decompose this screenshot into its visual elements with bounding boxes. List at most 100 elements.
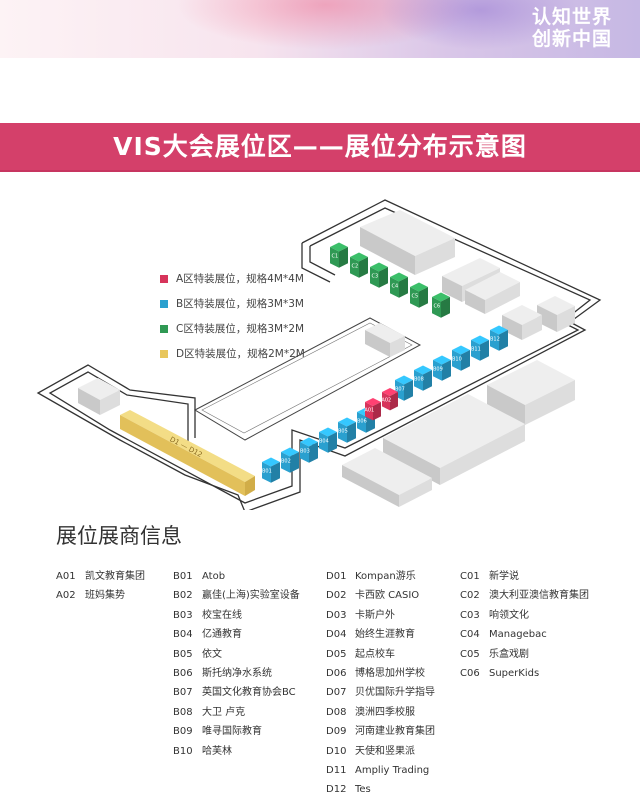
- booth-code: C03: [460, 609, 480, 621]
- booth-code: D02: [326, 590, 347, 602]
- exhibitor-name: 斯托纳净水系统: [202, 667, 272, 679]
- booth-label: B12: [490, 337, 500, 343]
- exhibitor-name: Managebac: [489, 629, 547, 641]
- exhibitor-row: D10 天使和竖果派: [326, 742, 435, 761]
- booth-cube: B01: [262, 457, 280, 483]
- booth-label: C1: [332, 254, 339, 260]
- booth-code: B05: [173, 648, 193, 660]
- booth-code: C01: [460, 571, 480, 582]
- building-blocks: [78, 210, 575, 507]
- booth-label: B08: [414, 377, 424, 383]
- legend-label-C: C区特装展位，规格3M*2M: [176, 323, 305, 335]
- exhibitor-row: C01 新学说: [460, 567, 589, 586]
- title-banner: [0, 123, 640, 171]
- exhibitor-name: 班妈集势: [85, 590, 125, 602]
- exhibitor-name: Atob: [202, 571, 226, 582]
- exhibitor-name: 校宝在线: [202, 609, 242, 621]
- floor-plan-map: D1 — D12 B01B02B03B04B05B06B07B08B09B10B…: [36, 199, 602, 510]
- legend-label-D: D区特装展位，规格2M*2M: [176, 348, 305, 360]
- exhibitor-name: 新学说: [489, 571, 519, 582]
- booth-code: D12: [326, 784, 347, 796]
- booth-zone-A: A01 A02: [364, 388, 398, 421]
- booth-code: B10: [173, 745, 193, 757]
- booth-cube: A02: [381, 388, 398, 411]
- booth-cube: B08: [414, 365, 432, 391]
- exhibitor-name: 亿通教育: [202, 629, 242, 641]
- booth-cube: C3: [370, 262, 388, 288]
- booth-label: C3: [372, 274, 379, 280]
- booth-label: B10: [452, 357, 462, 363]
- booth-label: B04: [319, 439, 329, 445]
- booth-code: D03: [326, 609, 347, 621]
- exhibitor-name: Ampliy Trading: [355, 764, 430, 776]
- exhibitor-name: 哈芙林: [202, 745, 232, 757]
- exhibitor-row: B05 依文: [173, 645, 300, 664]
- slogan-line-1: 认知世界: [531, 6, 612, 28]
- exhibitor-name: 依文: [202, 648, 222, 660]
- building-block: [383, 394, 525, 485]
- exhibitor-row: D02 卡西欧 CASIO: [326, 586, 435, 605]
- exhibitor-row: D09 河南建业教育集团: [326, 722, 435, 741]
- exhibitor-row: B10 哈芙林: [173, 742, 300, 761]
- booth-label: A02: [381, 397, 391, 403]
- booth-code: D06: [326, 667, 347, 679]
- exhibitor-name: 始终生涯教育: [355, 629, 415, 641]
- booth-code: D09: [326, 726, 347, 738]
- booth-cube: C5: [410, 282, 428, 308]
- legend-swatch-A: [160, 275, 168, 283]
- booth-code: C02: [460, 590, 480, 602]
- building-block: [537, 296, 575, 332]
- central-hall-inner: [201, 322, 413, 434]
- booth-label: C5: [412, 294, 419, 300]
- booth-cube: C1: [330, 242, 348, 268]
- booth-cube: B04: [319, 427, 337, 453]
- booth-cube: C2: [350, 252, 368, 278]
- building-block: [360, 210, 455, 275]
- booth-label: A01: [364, 407, 374, 413]
- booth-cube: B11: [471, 335, 489, 361]
- booth-code: D11: [326, 764, 347, 776]
- legend-swatch-D: [160, 350, 168, 358]
- booth-code: D10: [326, 745, 347, 757]
- slogan: 认知世界 创新中国: [532, 6, 612, 50]
- exhibitor-name: 河南建业教育集团: [355, 726, 435, 738]
- exhibitor-name: 凯文教育集团: [85, 571, 145, 582]
- exhibitor-name: 天使和竖果派: [355, 745, 415, 757]
- exhibitor-name: SuperKids: [489, 667, 540, 679]
- exhibitor-name: 卡西欧 CASIO: [355, 590, 420, 602]
- building-block: [78, 378, 120, 415]
- exhibitor-name: 澳洲四季校服: [355, 706, 415, 718]
- building-block: [342, 448, 432, 507]
- building-block: [502, 305, 542, 340]
- booth-code: B02: [173, 590, 193, 602]
- booth-cube: B10: [452, 345, 470, 371]
- building-block: [365, 323, 405, 357]
- booth-code: D07: [326, 687, 347, 699]
- exhibitor-name: 乐盒戏剧: [489, 648, 529, 660]
- booth-cube: C6: [432, 292, 450, 318]
- booth-label: B03: [300, 449, 310, 455]
- booth-label: B05: [338, 429, 348, 435]
- booth-cube: B02: [281, 447, 299, 473]
- booth-cube: B12: [490, 325, 508, 351]
- legend-swatch-B: [160, 300, 168, 308]
- building-block: [487, 360, 575, 425]
- booth-code: B03: [173, 609, 193, 621]
- exhibitor-name: 赢佳(上海)实验室设备: [202, 590, 300, 602]
